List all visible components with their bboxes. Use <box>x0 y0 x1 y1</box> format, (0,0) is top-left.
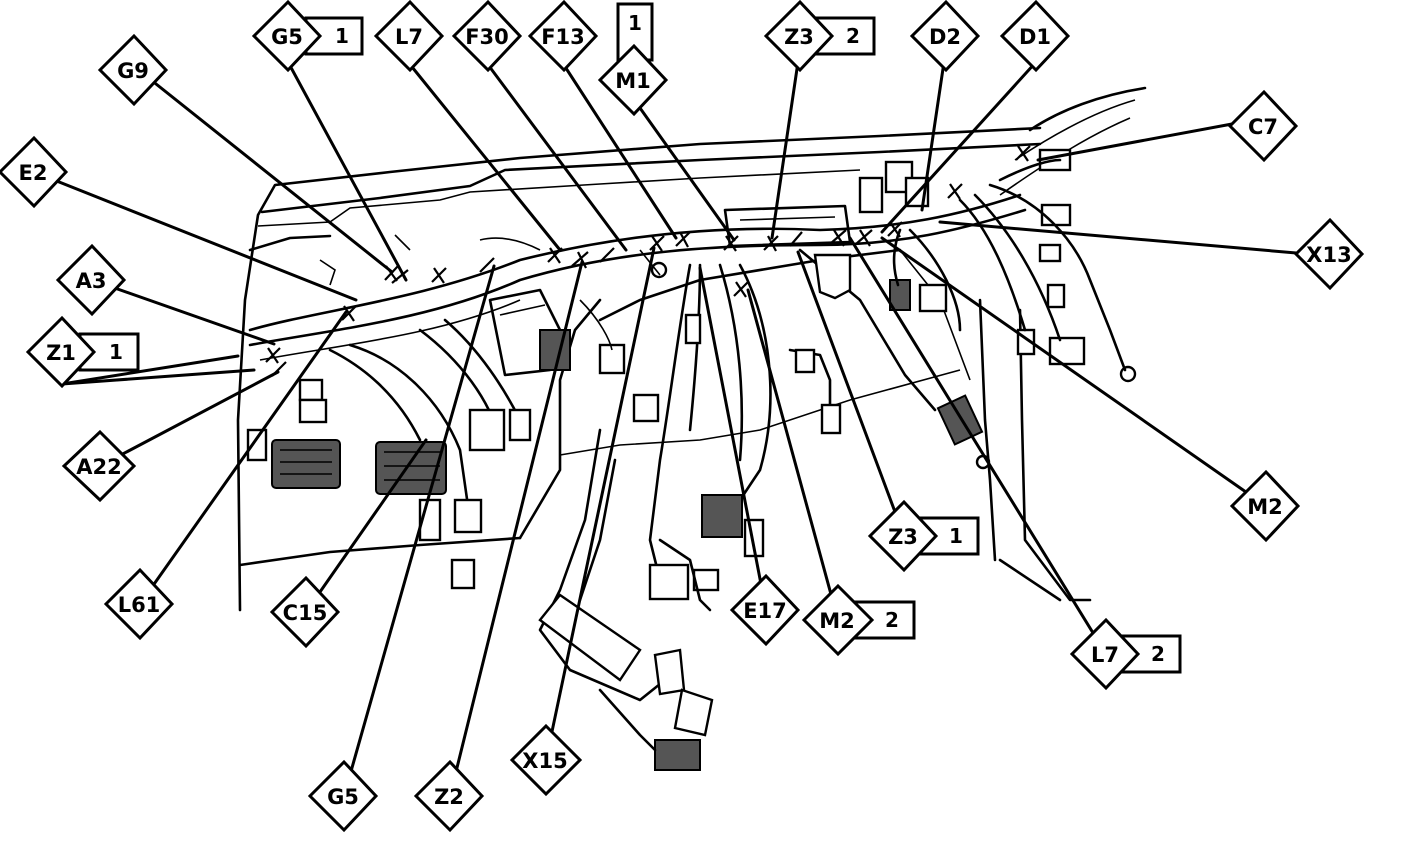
callout-code: E2 <box>19 161 48 185</box>
callout-a3: A3 <box>55 243 127 317</box>
callouts: G5 1 L7 F30 F13 1 M1 Z3 2 D2 <box>0 0 1365 833</box>
leader-m2 <box>880 236 1268 508</box>
leader-z3-2 <box>770 60 800 240</box>
callout-l7: L7 <box>373 0 445 73</box>
callout-code: D1 <box>1019 25 1051 49</box>
callout-code: D2 <box>929 25 961 49</box>
callout-code: X15 <box>522 749 567 773</box>
callout-number: 1 <box>628 11 642 35</box>
leader-m2-2 <box>746 288 840 622</box>
callout-code: L61 <box>118 593 161 617</box>
callout-code: C7 <box>1248 115 1278 139</box>
callout-m2-2: M2 2 <box>801 583 916 657</box>
leader-c15 <box>304 438 428 614</box>
callout-number: 1 <box>335 24 349 48</box>
leader-z1-1a <box>60 354 240 386</box>
leader-d1 <box>880 60 1038 234</box>
callout-e2: E2 <box>0 135 69 209</box>
leader-g5 <box>342 264 496 798</box>
callout-code: A3 <box>76 269 107 293</box>
callout-x13: X13 <box>1293 217 1365 291</box>
leader-g9 <box>134 66 394 274</box>
callout-z3-2: Z3 2 <box>763 0 876 73</box>
callout-c7: C7 <box>1227 89 1299 163</box>
callout-code: M2 <box>819 609 855 633</box>
callout-code: Z3 <box>784 25 814 49</box>
callout-code: G9 <box>117 59 149 83</box>
leader-c7 <box>1036 122 1234 162</box>
leader-f13 <box>560 60 678 240</box>
callout-z2: Z2 <box>413 759 485 833</box>
callout-d2: D2 <box>909 0 981 73</box>
callout-code: Z2 <box>434 785 464 809</box>
callout-code: F30 <box>465 25 509 49</box>
callout-l7-2: L7 2 <box>1069 617 1182 691</box>
callout-l61: L61 <box>103 567 175 641</box>
callout-code: L7 <box>1091 643 1119 667</box>
callout-code: X13 <box>1306 243 1351 267</box>
callout-number: 2 <box>885 608 899 632</box>
callout-g5-1: G5 1 <box>251 0 364 73</box>
callout-a22: A22 <box>61 429 137 503</box>
leader-e17 <box>698 266 768 612</box>
callout-code: M1 <box>615 69 651 93</box>
callout-m1-1: 1 M1 <box>597 2 669 117</box>
callout-code: L7 <box>395 25 423 49</box>
leader-m1-1 <box>638 106 736 242</box>
callout-number: 2 <box>846 24 860 48</box>
callout-number: 2 <box>1151 642 1165 666</box>
leader-z2 <box>448 260 584 798</box>
leader-l7 <box>406 60 562 252</box>
callout-code: G5 <box>327 785 359 809</box>
callout-z1-1: Z1 1 <box>25 315 140 389</box>
connector-x-marks <box>265 145 1031 377</box>
callout-g9: G9 <box>97 33 169 107</box>
callout-code: C15 <box>283 601 328 625</box>
callout-e17: E17 <box>729 573 801 647</box>
leader-e2 <box>32 170 358 302</box>
instrument-panel-artwork <box>236 86 1147 771</box>
leader-z1-1b <box>60 368 256 386</box>
callout-code: M2 <box>1247 495 1283 519</box>
leader-z3-1 <box>796 250 906 538</box>
callout-f13: F13 <box>527 0 599 73</box>
leader-a3 <box>90 278 276 346</box>
leader-x15 <box>544 246 656 762</box>
callout-code: Z3 <box>888 525 918 549</box>
leader-f30 <box>484 60 628 252</box>
leader-a22 <box>98 370 280 468</box>
callout-code: G5 <box>271 25 303 49</box>
callout-c15: C15 <box>269 575 341 649</box>
leader-l61 <box>138 310 348 606</box>
callout-number: 1 <box>109 340 123 364</box>
leader-g5-1 <box>286 60 408 282</box>
callout-g5: G5 <box>307 759 379 833</box>
leader-l7-2 <box>848 236 1108 656</box>
leader-d2 <box>920 60 946 212</box>
callout-code: Z1 <box>46 341 76 365</box>
callout-f30: F30 <box>451 0 523 73</box>
callout-number: 1 <box>949 524 963 548</box>
callout-code: A22 <box>76 455 121 479</box>
callout-code: F13 <box>541 25 585 49</box>
callout-x15: X15 <box>509 723 583 797</box>
callout-d1: D1 <box>999 0 1071 73</box>
callout-z3-1: Z3 1 <box>867 499 980 573</box>
callout-m2: M2 <box>1229 469 1301 543</box>
leader-lines <box>32 60 1310 798</box>
callout-code: E17 <box>743 599 787 623</box>
leader-x13 <box>938 220 1310 256</box>
